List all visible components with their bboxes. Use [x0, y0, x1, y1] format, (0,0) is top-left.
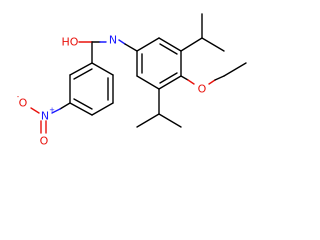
bond-ring-nitro — [59, 102, 71, 110]
bond-nitro-o-minus — [30, 107, 40, 114]
charge-nitro-plus: + — [49, 106, 55, 114]
bond-ring1-1 — [91, 62, 114, 76]
atom-amide-nitrogen: N — [109, 34, 117, 47]
molecule-structure: HO N N + O - O O — [17, 13, 247, 148]
bond-ipr2-me2 — [158, 113, 182, 128]
charge-oxygen-minus: - — [17, 93, 20, 101]
bond-ring2-4 — [158, 75, 182, 90]
bond-ipr2-me1 — [136, 113, 160, 128]
bond-ring1-6 — [69, 62, 93, 76]
bond-n-ring2 — [124, 43, 138, 52]
bond-ring1-4 — [69, 102, 93, 116]
bond-ring2-2-inner — [159, 43, 178, 55]
bond-ipr1-me2 — [201, 37, 225, 52]
bond-ring2-1 — [136, 37, 160, 52]
bond-ethyl-me — [223, 62, 247, 77]
bond-n-ring2-blue — [118, 39, 126, 45]
bond-ring1-3 — [91, 102, 114, 116]
bond-ring1-4-inner — [73, 98, 93, 110]
bond-ring2-2 — [158, 37, 182, 52]
atom-nitro-nitrogen: N — [41, 110, 49, 123]
bond-ring-nitro-blue — [51, 108, 61, 114]
atom-nitro-oxygen-anion: O — [19, 97, 28, 110]
bond-o-ethyl-red — [208, 79, 216, 85]
atom-ether-oxygen: O — [198, 83, 207, 96]
bond-ring1-6-inner — [73, 68, 93, 80]
bond-o-ethyl — [214, 75, 225, 81]
bond-ring-o-ether-red — [187, 79, 195, 85]
bond-ring2-5 — [136, 75, 160, 90]
bond-ring-o-ether — [180, 75, 189, 81]
atom-hydroxyl: HO — [62, 36, 79, 49]
atom-labels: HO N N + O - O O — [17, 34, 207, 148]
bonds — [30, 13, 247, 134]
bond-ring-ipr1 — [180, 37, 203, 52]
atom-nitro-oxygen: O — [40, 135, 49, 148]
bond-ring2-4-inner — [159, 72, 178, 84]
